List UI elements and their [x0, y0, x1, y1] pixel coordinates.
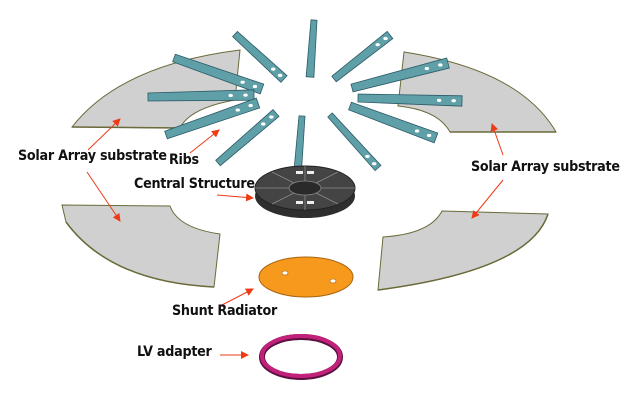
label-central-structure: Central Structure [134, 176, 255, 192]
solar-array-substrate-bottom-right [377, 210, 549, 291]
solar-array-substrate-top-right [397, 51, 557, 133]
arrow-solar-left-to-bottom [86, 171, 121, 222]
rib-hole [271, 67, 276, 71]
solar-array-substrate-bottom-left [61, 204, 221, 288]
rib-hole [424, 66, 430, 71]
arrow-central-structure [216, 193, 254, 202]
rib-hole [243, 93, 248, 97]
rib [305, 19, 318, 78]
rib [327, 112, 382, 172]
rib-hole [426, 133, 432, 138]
rib-hole [252, 84, 258, 89]
arrow-solar-left-to-top [87, 118, 121, 151]
rib-hole [277, 73, 283, 77]
rib-hole [365, 154, 370, 158]
rib-hole [235, 108, 240, 112]
arrow-ribs [189, 129, 220, 154]
rib [331, 30, 394, 83]
arrow-shunt-radiator [221, 288, 254, 306]
rib [172, 53, 265, 95]
rib [348, 101, 439, 144]
rib-hole [375, 43, 380, 47]
rib-hole [371, 162, 377, 166]
rib [215, 108, 280, 167]
ribs-group [147, 19, 463, 181]
rib [147, 89, 255, 102]
rib-hole [228, 93, 233, 98]
label-solar-array-substrate-left: Solar Array substrate [18, 148, 167, 164]
rib-hole [436, 98, 442, 102]
lv-adapter [259, 334, 343, 380]
label-arrows [86, 118, 504, 359]
central-structure [254, 165, 356, 218]
rib-hole [240, 80, 245, 84]
label-shunt-radiator: Shunt Radiator [172, 303, 278, 319]
rib [164, 97, 261, 140]
label-solar-array-substrate-right: Solar Array substrate [471, 159, 620, 175]
radiator-hole [281, 270, 289, 276]
label-lv-adapter: LV adapter [137, 344, 212, 360]
arrow-solar-right-to-top [490, 123, 504, 156]
arrow-solar-right-to-bottom [471, 179, 504, 219]
rib [357, 93, 463, 107]
rib-hole [383, 36, 388, 41]
rib-hole [438, 63, 443, 67]
rib [232, 30, 288, 83]
shunt-radiator [258, 256, 354, 298]
radiator-hole [329, 278, 337, 284]
rib-hole [261, 122, 266, 126]
label-ribs: Ribs [169, 152, 199, 168]
rib [350, 57, 450, 93]
rib-hole [414, 129, 420, 133]
rib-hole [451, 99, 456, 103]
rib-hole [248, 103, 253, 108]
rib-hole [269, 115, 274, 119]
